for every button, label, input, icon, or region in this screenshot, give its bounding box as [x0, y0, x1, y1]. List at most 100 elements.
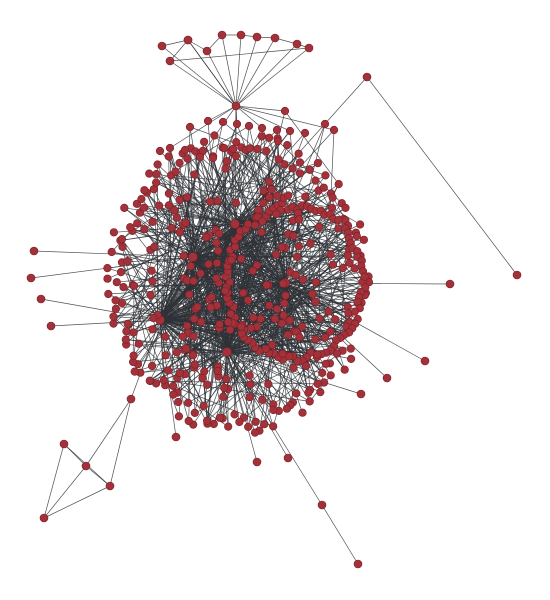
graph-node [137, 195, 146, 204]
graph-node [196, 269, 205, 278]
graph-node [267, 340, 277, 350]
graph-node [197, 317, 206, 327]
graph-edge [140, 337, 325, 374]
graph-edge [284, 282, 388, 379]
graph-node [285, 126, 295, 136]
graph-edge [221, 34, 237, 107]
graph-edge [169, 147, 172, 229]
graph-node [285, 316, 295, 325]
graph-node [280, 299, 289, 308]
graph-edge [133, 351, 228, 363]
graph-node [171, 432, 181, 442]
graph-node [244, 121, 254, 131]
graph-node [140, 225, 149, 234]
graph-node [265, 133, 274, 142]
graph-node [258, 395, 267, 405]
graph-node [292, 39, 302, 49]
graph-edge [187, 254, 331, 327]
graph-node [271, 250, 281, 259]
graph-node [81, 461, 91, 471]
graph-node [180, 145, 190, 155]
graph-node [231, 151, 241, 161]
graph-node [189, 276, 198, 286]
graph-edge [292, 168, 304, 280]
graph-node [212, 274, 221, 283]
graph-node [167, 223, 176, 233]
graph-node [226, 309, 235, 319]
graph-edge [132, 220, 294, 286]
graph-node [224, 318, 233, 327]
graph-node [149, 313, 158, 323]
graph-node [109, 228, 118, 237]
graph-edge [235, 37, 276, 107]
graph-edge [235, 105, 335, 131]
graph-edge [174, 169, 310, 211]
graph-node [122, 327, 131, 336]
graph-node [193, 303, 202, 312]
graph-node [252, 457, 262, 467]
graph-node [203, 380, 212, 389]
graph-node [282, 404, 292, 413]
graph-edge [226, 351, 240, 423]
graph-edge [152, 254, 277, 282]
graph-node [320, 119, 330, 129]
graph-node [298, 408, 307, 417]
graph-node [219, 392, 228, 401]
graph-edge [184, 349, 228, 353]
graph-node [277, 319, 287, 328]
graph-edge [235, 105, 263, 129]
graph-node [185, 122, 195, 132]
graph-node [123, 319, 132, 329]
graph-node [230, 410, 239, 419]
graph-node [190, 170, 199, 179]
graph-node [331, 315, 340, 324]
graph-node [161, 351, 170, 360]
graph-edge [115, 209, 175, 309]
graph-node [311, 335, 320, 344]
graph-node [190, 408, 199, 418]
graph-node [294, 242, 304, 251]
graph-node [129, 328, 138, 337]
graph-edge [226, 351, 294, 403]
graph-node [39, 513, 49, 523]
graph-node [360, 272, 369, 281]
graph-node [321, 171, 330, 180]
edges-layer [30, 34, 518, 565]
graph-node [244, 296, 253, 305]
graph-edge [284, 110, 339, 185]
graph-node [126, 223, 135, 232]
graph-node [174, 397, 183, 407]
graph-node [311, 176, 320, 185]
graph-node [316, 388, 325, 397]
graph-node [207, 293, 216, 302]
graph-node [289, 363, 298, 373]
graph-node [147, 266, 156, 275]
graph-edge [169, 60, 237, 107]
graph-node [212, 259, 222, 268]
graph-node [161, 332, 170, 341]
graph-node [172, 213, 181, 222]
graph-node [215, 413, 225, 422]
graph-node [109, 319, 118, 328]
graph-node [244, 422, 253, 432]
graph-node [313, 379, 322, 389]
graph-edge [235, 34, 242, 107]
graph-node [217, 30, 227, 40]
graph-node [165, 56, 175, 66]
graph-edge [132, 285, 135, 363]
graph-node [321, 359, 331, 368]
graph-node [311, 297, 320, 306]
graph-node [306, 239, 315, 248]
graph-node [324, 307, 333, 316]
graph-edge [226, 270, 254, 353]
graph-node [59, 439, 69, 449]
graph-node [250, 428, 260, 437]
graph-node [302, 361, 311, 371]
graph-node [328, 193, 337, 202]
graph-node [292, 389, 301, 398]
graph-node [36, 294, 46, 304]
graph-node [246, 324, 255, 333]
graph-node [182, 344, 191, 353]
graph-node [237, 329, 246, 338]
graph-node [104, 289, 113, 299]
